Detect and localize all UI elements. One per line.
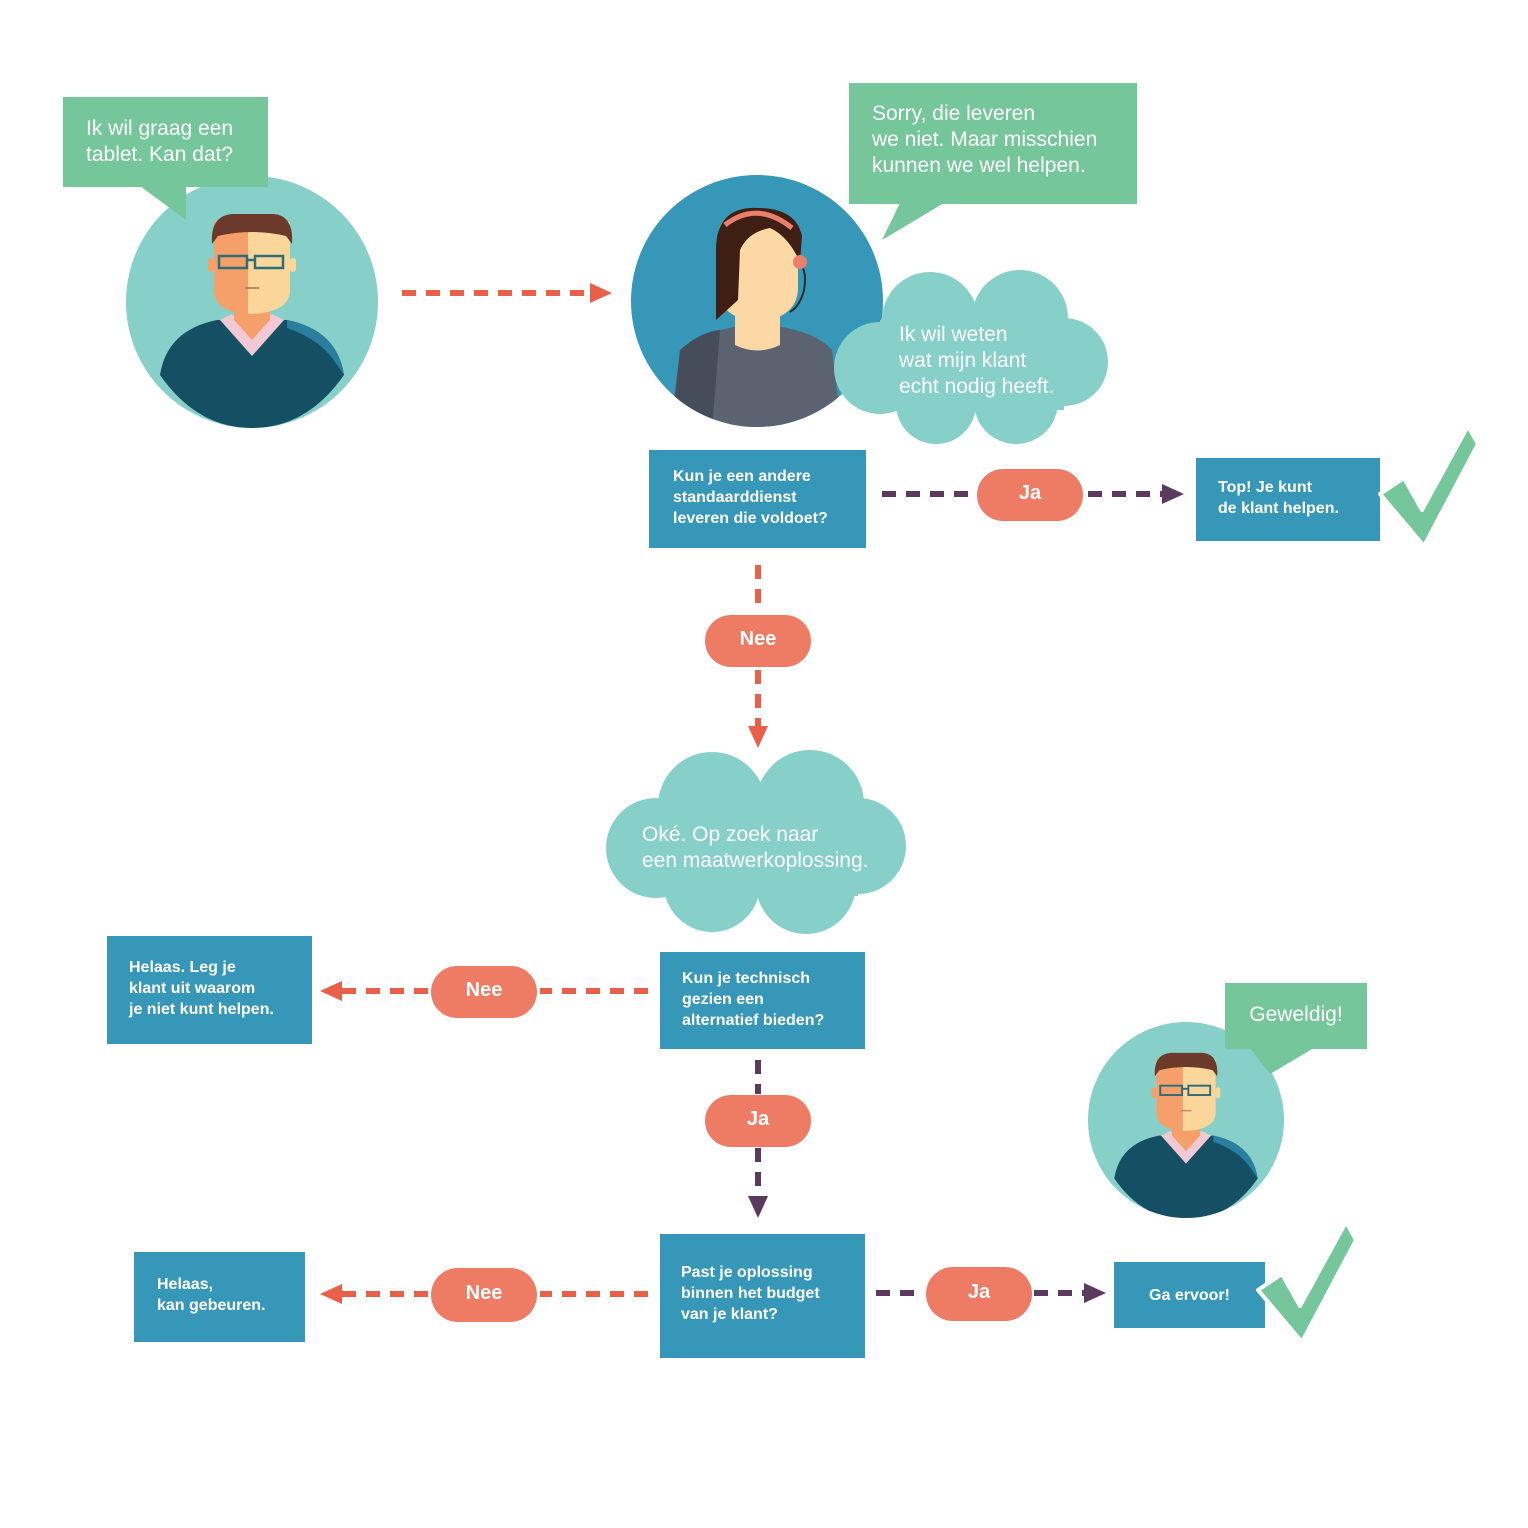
explain-result-box — [107, 936, 312, 1044]
agent-thought-text: Ik wil weten wat mijn klant echt nodig h… — [899, 323, 1055, 398]
customer-final-avatar — [1088, 1022, 1284, 1218]
agent-reply-text: Sorry, die leveren we niet. Maar misschi… — [872, 102, 1098, 177]
arrow-q1-ja — [882, 484, 1184, 504]
arrow-q2-nee — [320, 981, 648, 1001]
agent-thought-cloud — [834, 270, 1108, 444]
go-result-text: Ga ervoor! — [1149, 1287, 1230, 1304]
customer-final-text: Geweldig! — [1249, 1003, 1343, 1026]
arrow-customer-to-agent — [402, 283, 612, 303]
top-result-box — [1196, 458, 1380, 541]
agent-speech-bubble — [849, 83, 1137, 240]
q1-text: Kun je een andere standaarddienst levere… — [673, 468, 828, 527]
q2-ja-pill — [705, 1095, 811, 1147]
customer-final-speech-bubble — [1225, 983, 1367, 1074]
q3-nee-pill — [431, 1268, 537, 1322]
customer-avatar — [126, 176, 378, 428]
q3-text: Past je oplossing binnen het budget van … — [681, 1264, 820, 1323]
q1-ja-label: Ja — [1018, 482, 1042, 504]
q1-nee-pill — [705, 615, 811, 667]
q2-nee-label: Nee — [465, 979, 503, 1001]
unfortunate-result-box — [134, 1252, 305, 1342]
q3-box — [660, 1234, 865, 1358]
unfortunate-result-text: Helaas, kan gebeuren. — [157, 1276, 266, 1314]
q3-ja-pill — [926, 1267, 1032, 1321]
q3-ja-label: Ja — [967, 1281, 991, 1303]
checkmark-icon — [1256, 1220, 1358, 1344]
q2-text: Kun je technisch gezien een alternatief … — [682, 970, 825, 1029]
checkmark-icon — [1378, 424, 1480, 548]
custom-solution-cloud — [606, 750, 906, 934]
go-result-box — [1114, 1262, 1265, 1328]
q2-ja-label: Ja — [746, 1108, 770, 1130]
arrow-q2-ja — [748, 1060, 768, 1218]
q2-box — [660, 952, 865, 1049]
customer-request-text: Ik wil graag een tablet. Kan dat? — [86, 117, 234, 166]
arrow-q1-nee — [748, 565, 768, 748]
arrow-q3-ja — [876, 1283, 1106, 1303]
q1-ja-pill — [977, 469, 1083, 521]
q2-nee-pill — [431, 966, 537, 1018]
arrow-q3-nee — [320, 1284, 648, 1304]
top-result-text: Top! Je kunt de klant helpen. — [1218, 479, 1339, 517]
explain-result-text: Helaas. Leg je klant uit waarom je niet … — [129, 959, 274, 1018]
customer-speech-bubble — [63, 97, 268, 220]
q3-nee-label: Nee — [465, 1282, 503, 1304]
q1-nee-label: Nee — [739, 628, 777, 650]
custom-solution-text: Oké. Op zoek naar een maatwerkoplossing. — [642, 823, 869, 872]
q1-box — [649, 450, 866, 548]
